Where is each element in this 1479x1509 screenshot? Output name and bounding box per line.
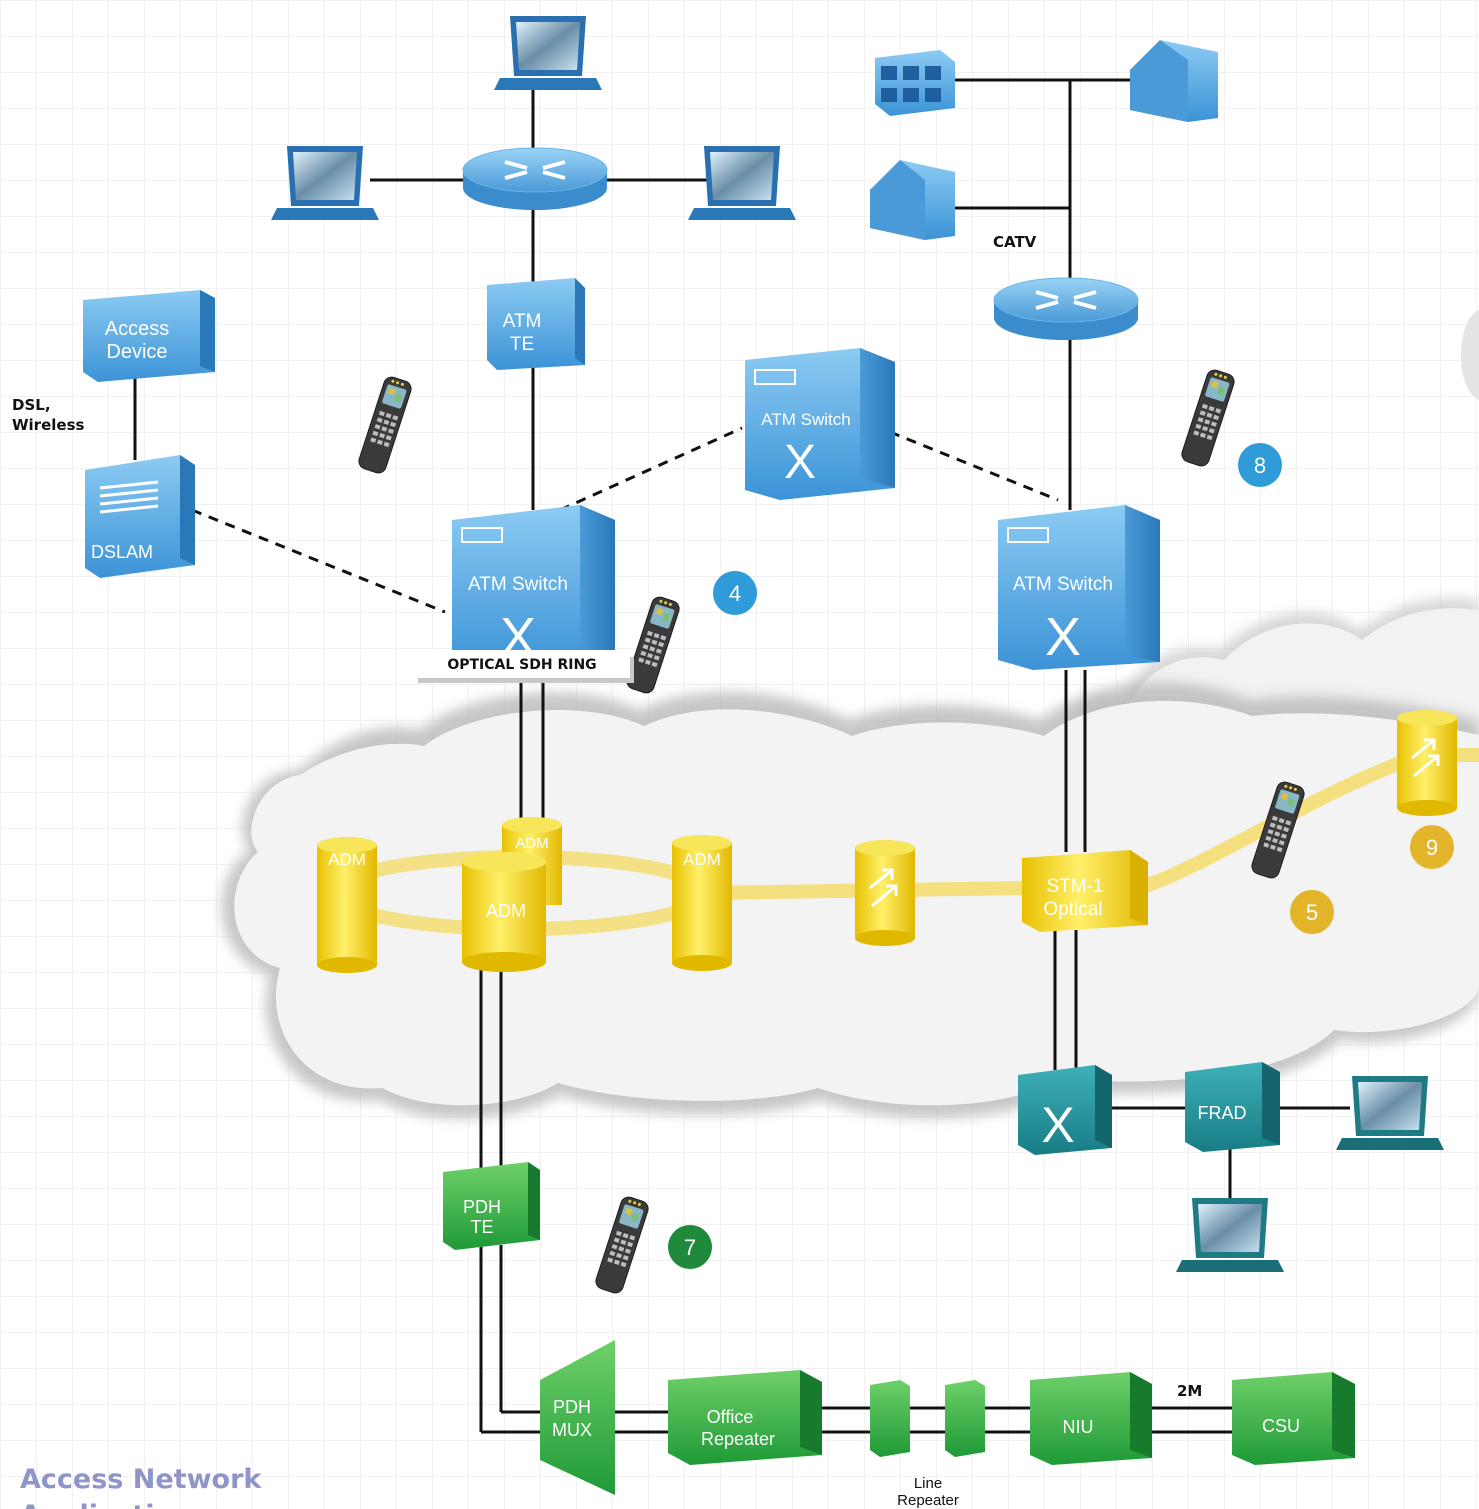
stm1-optical: STM-1 Optical — [1022, 850, 1148, 932]
atm-switch-center: ATM Switch X — [745, 348, 895, 500]
house-2 — [870, 160, 955, 240]
line-repeater-2 — [945, 1380, 985, 1457]
atm-switch-left: ATM Switch X — [452, 505, 615, 670]
router-catv — [992, 276, 1140, 342]
atm-switch-center-label: ATM Switch — [761, 410, 850, 429]
links — [133, 78, 1350, 1434]
svg-text:7: 7 — [684, 1235, 696, 1260]
pdh-te: PDH TE — [443, 1162, 540, 1250]
line-repeater-1 — [870, 1380, 910, 1457]
adm-top-label: ADM — [515, 835, 548, 852]
footer-title: Access Network Applications — [20, 1464, 262, 1509]
adm-front: ADM — [462, 852, 546, 972]
atm-te-label-2: TE — [510, 334, 534, 355]
handheld-tester-icon — [356, 374, 414, 476]
adm-right: ADM — [672, 835, 732, 971]
amplifier-arrow-icon — [869, 868, 898, 908]
marker-4: 4 — [713, 571, 757, 615]
office-repeater-label-1: Office — [707, 1407, 754, 1427]
adm-right-label: ADM — [683, 850, 721, 869]
atm-switch-right: ATM Switch X — [998, 505, 1160, 670]
atm-switch-right-label: ATM Switch — [1013, 574, 1113, 595]
atm-te-label-1: ATM — [503, 311, 542, 332]
building-office — [875, 50, 955, 116]
svg-text:8: 8 — [1254, 453, 1266, 478]
pdh-te-label-2: TE — [470, 1217, 493, 1237]
pdh-mux-label-1: PDH — [553, 1397, 591, 1417]
pdh-mux: PDH MUX — [540, 1340, 615, 1495]
router-top — [461, 146, 609, 212]
teal-switch: X — [1018, 1065, 1112, 1155]
laptop-top — [494, 16, 602, 90]
optical-amplifier-1 — [855, 840, 915, 946]
dslam-label: DSLAM — [91, 542, 153, 562]
office-repeater-label-2: Repeater — [701, 1429, 775, 1449]
dsl-wireless-label-2: Wireless — [12, 416, 85, 434]
adm-front-label: ADM — [486, 901, 526, 921]
svg-text:5: 5 — [1306, 900, 1318, 925]
pdh-mux-label-2: MUX — [552, 1420, 592, 1440]
optical-amplifier-2 — [1397, 710, 1457, 816]
switch-x-icon: X — [1045, 607, 1081, 667]
stm1-label-1: STM-1 — [1047, 876, 1104, 897]
ring-label-text: OPTICAL SDH RING — [447, 657, 596, 673]
niu: NIU — [1030, 1372, 1152, 1465]
dashed-links — [191, 426, 1059, 614]
laptop-teal-right — [1336, 1076, 1444, 1150]
handheld-tester-icon — [593, 1194, 651, 1296]
laptop-right — [688, 146, 796, 220]
atm-te: ATM TE — [487, 278, 585, 370]
laptop-left — [271, 146, 379, 220]
marker-7: 7 — [668, 1225, 712, 1269]
csu: CSU — [1232, 1372, 1355, 1465]
laptop-teal-bottom — [1176, 1198, 1284, 1272]
frad: FRAD — [1185, 1062, 1280, 1152]
two-m-label: 2M — [1177, 1382, 1202, 1400]
svg-text:4: 4 — [729, 581, 741, 606]
dsl-wireless-label-1: DSL, — [12, 396, 51, 414]
atm-switch-left-label: ATM Switch — [468, 574, 568, 595]
pdh-te-label-1: PDH — [463, 1197, 501, 1217]
switch-x-icon: X — [1041, 1097, 1074, 1153]
optical-sdh-ring-label: OPTICAL SDH RING — [414, 650, 634, 683]
stm1-label-2: Optical — [1043, 899, 1102, 920]
niu-label: NIU — [1063, 1417, 1094, 1437]
office-repeater: Office Repeater — [668, 1370, 822, 1465]
line-repeater-label-2: Repeater — [897, 1492, 959, 1509]
dslam: DSLAM — [85, 455, 195, 578]
csu-label: CSU — [1262, 1416, 1300, 1436]
marker-9: 9 — [1410, 825, 1454, 869]
handheld-tester-icon — [1179, 367, 1237, 469]
adm-left-label: ADM — [328, 850, 366, 869]
line-repeater-label-1: Line — [914, 1475, 942, 1492]
sdh-cloud — [221, 682, 1479, 1119]
access-device: Access Device — [83, 290, 215, 382]
svg-text:9: 9 — [1426, 835, 1438, 860]
access-device-label-2: Device — [106, 341, 167, 363]
marker-5: 5 — [1290, 890, 1334, 934]
access-device-label-1: Access — [105, 318, 169, 340]
switch-x-icon: X — [784, 436, 816, 489]
house-1 — [1130, 40, 1218, 122]
frad-label: FRAD — [1198, 1103, 1247, 1123]
adm-left: ADM — [317, 837, 377, 973]
marker-8: 8 — [1238, 443, 1282, 487]
amplifier-arrow-icon — [1411, 738, 1440, 778]
catv-label: CATV — [993, 233, 1037, 251]
